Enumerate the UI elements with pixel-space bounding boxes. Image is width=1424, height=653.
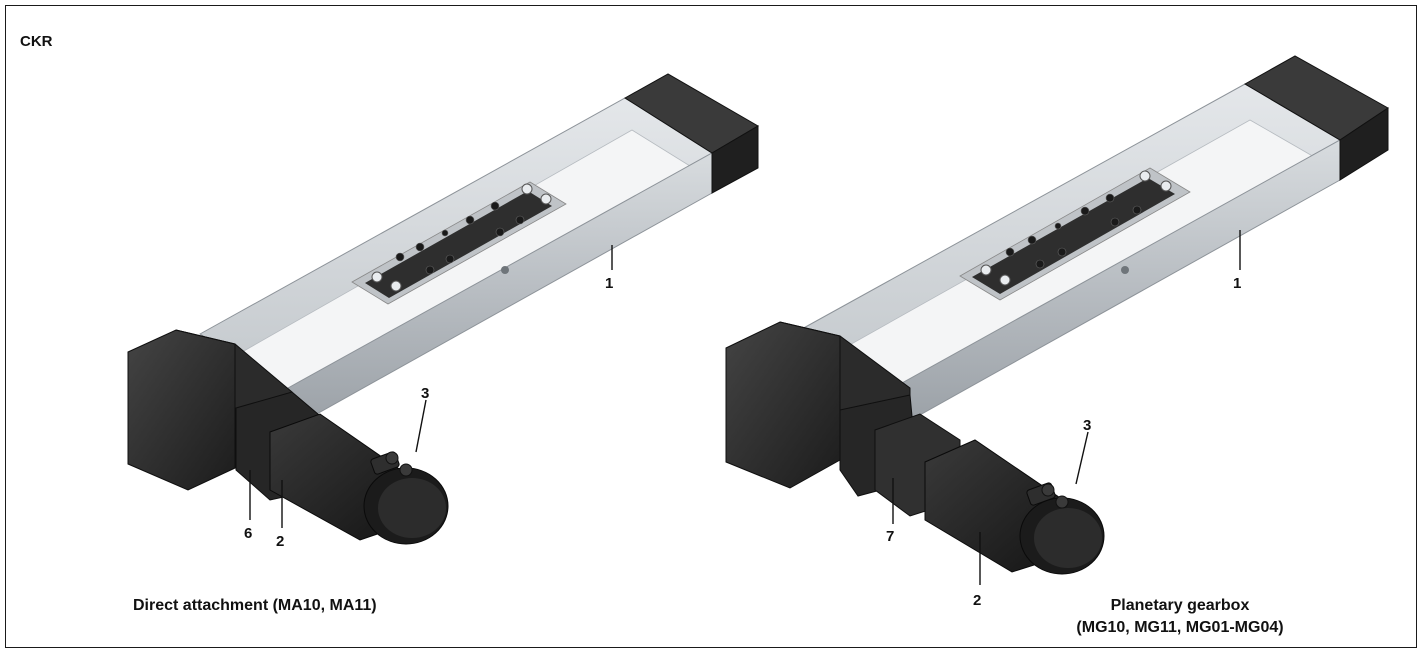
left-actuator: 1 3 6 2 Direct attachment (MA10, MA11): [127, 73, 759, 614]
right-carriage-holes: [1005, 193, 1142, 269]
right-carriage-bolts: [980, 170, 1172, 286]
right-leader-3: [1075, 431, 1089, 485]
left-carriage-bolts: [371, 183, 552, 292]
left-rail-port: [501, 266, 509, 274]
right-far-endcap-side: [1339, 107, 1389, 181]
left-callout-2: 2: [276, 533, 284, 550]
right-motor-connectors: [1026, 482, 1069, 509]
left-carriage-holes: [395, 201, 525, 275]
left-motor-connectors: [370, 451, 413, 477]
right-callout-1: 1: [1233, 275, 1241, 292]
figure-label: CKR: [20, 33, 53, 50]
right-callout-7: 7: [886, 528, 894, 545]
left-motor-endcap-face: [378, 478, 446, 538]
left-carriage-slot: [365, 191, 552, 298]
left-far-endcap-side: [711, 125, 759, 194]
right-callout-2: 2: [973, 592, 981, 609]
left-callout-6: 6: [244, 525, 252, 542]
left-drive-housing: [127, 329, 236, 491]
left-caption: Direct attachment (MA10, MA11): [133, 597, 377, 614]
right-rail-port: [1121, 266, 1129, 274]
left-callout-1: 1: [605, 275, 613, 292]
right-caption-line1: Planetary gearbox: [1111, 597, 1250, 614]
right-actuator: 1 3 7 2 Planetary gearbox (MG10, MG11, M…: [725, 55, 1389, 636]
right-callout-3: 3: [1083, 417, 1091, 434]
right-motor-endcap-face: [1034, 508, 1102, 568]
right-caption-line2: (MG10, MG11, MG01-MG04): [1076, 619, 1283, 636]
left-leader-3: [415, 399, 427, 453]
right-carriage-slot: [972, 178, 1175, 294]
left-callout-3: 3: [421, 385, 429, 402]
right-drive-housing: [725, 321, 841, 489]
